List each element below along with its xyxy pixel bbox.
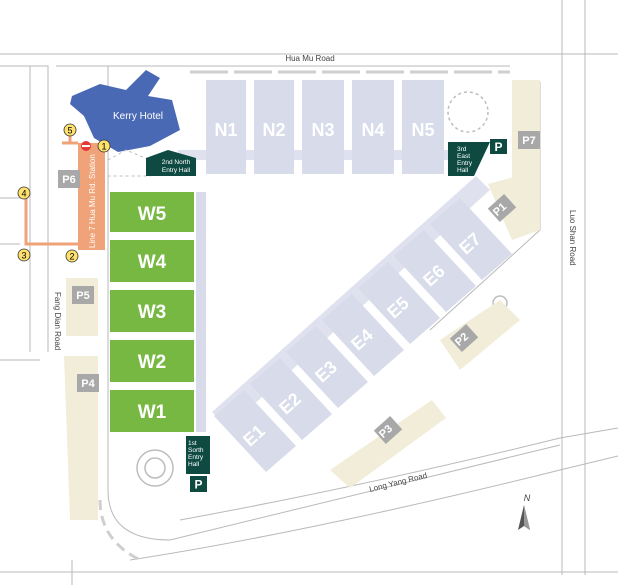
parking-badge-p4[interactable]: P4 xyxy=(77,374,99,392)
hall-e2[interactable]: E2 xyxy=(250,358,332,440)
svg-text:4: 4 xyxy=(21,189,26,199)
svg-text:Entry: Entry xyxy=(457,160,473,167)
svg-text:5: 5 xyxy=(67,126,72,136)
svg-text:N: N xyxy=(524,493,531,503)
hua-mu-road-label: Hua Mu Road xyxy=(285,54,334,63)
parking-badge-p1[interactable]: P1 xyxy=(487,193,517,223)
metro-station-bar xyxy=(78,143,105,250)
kerry-hotel-label: Kerry Hotel xyxy=(113,111,163,122)
svg-text:W1: W1 xyxy=(138,402,167,423)
hall-e7[interactable]: E7 xyxy=(430,198,512,280)
hall-w4[interactable]: W4 xyxy=(110,240,194,282)
long-yang-road-label: Long Yang Road xyxy=(368,471,428,494)
sw-lane-dashes xyxy=(98,499,141,562)
svg-text:W5: W5 xyxy=(138,204,167,225)
hall-e5[interactable]: E5 xyxy=(358,262,440,344)
svg-text:3: 3 xyxy=(21,251,26,261)
fang-dian-road-label: Fang Dian Road xyxy=(53,292,62,350)
parking-sign-icon: P xyxy=(490,139,507,154)
parking-areas xyxy=(64,80,540,520)
svg-text:1st: 1st xyxy=(188,440,197,447)
svg-text:East: East xyxy=(457,153,470,160)
svg-text:N4: N4 xyxy=(361,120,384,140)
parking-area-p3 xyxy=(330,400,446,488)
parking-area-p4 xyxy=(64,356,98,520)
svg-text:P5: P5 xyxy=(76,290,89,302)
parking-badge-p7[interactable]: P7 xyxy=(518,131,540,149)
svg-text:Hall: Hall xyxy=(188,461,200,468)
hall-e4[interactable]: E4 xyxy=(322,294,404,376)
parking-area-p7 xyxy=(512,80,540,180)
hall-w3[interactable]: W3 xyxy=(110,290,194,332)
entry-east[interactable]: 3rd East Entry Hall xyxy=(448,142,490,176)
svg-text:1: 1 xyxy=(101,142,106,152)
site-boundary-line xyxy=(107,66,561,541)
svg-text:P: P xyxy=(494,140,502,154)
entry-north[interactable]: 2nd North Entry Hall xyxy=(146,150,196,176)
parking-badge-p2[interactable]: P2 xyxy=(449,323,479,353)
svg-text:2nd North: 2nd North xyxy=(162,159,191,166)
metro-station-icon xyxy=(81,141,91,151)
hall-e1[interactable]: E1 xyxy=(214,390,296,472)
metro-station-label: Line 7 Hua Mu Rd. Station xyxy=(88,154,97,248)
svg-text:P6: P6 xyxy=(62,174,75,186)
west-halls: W5 W4 W3 W2 W1 xyxy=(110,192,206,432)
long-yang-road-line xyxy=(179,427,618,521)
north-corridor xyxy=(178,150,448,160)
parking-badges: P1 P2 P3 P4 P5 P6 P7 xyxy=(58,131,540,445)
entry-south[interactable]: 1st Sorth Entry Hall xyxy=(186,436,210,474)
svg-text:N2: N2 xyxy=(262,120,285,140)
svg-text:P7: P7 xyxy=(522,135,535,147)
metro-exit-4[interactable]: 4 xyxy=(17,186,31,200)
hall-w5[interactable]: W5 xyxy=(110,192,194,232)
metro-exit-2[interactable]: 2 xyxy=(65,249,79,263)
luo-shan-road-label: Luo Shan Road xyxy=(568,210,577,266)
svg-text:N3: N3 xyxy=(311,120,334,140)
parking-badge-p6[interactable]: P6 xyxy=(58,170,80,188)
svg-text:2: 2 xyxy=(69,252,74,262)
hall-w1[interactable]: W1 xyxy=(110,390,194,432)
parking-area-p2 xyxy=(440,300,520,370)
hall-e6[interactable]: E6 xyxy=(394,230,476,312)
svg-text:Hall: Hall xyxy=(457,167,469,174)
east-halls: E1 E2 E3 E4 E5 E6 E7 xyxy=(212,176,512,472)
svg-text:P: P xyxy=(194,478,202,492)
north-arrow-icon: N xyxy=(518,493,531,530)
svg-text:Entry: Entry xyxy=(188,454,204,461)
fang-dian-road-line xyxy=(0,65,49,352)
parking-badge-p5[interactable]: P5 xyxy=(72,286,94,304)
long-yang-road-line-outer xyxy=(129,455,618,561)
svg-text:P4: P4 xyxy=(81,378,95,390)
west-corridor xyxy=(196,192,206,432)
svg-text:3rd: 3rd xyxy=(457,146,467,153)
metro-exits: 1 2 3 4 5 xyxy=(17,123,111,263)
north-halls: N1 N2 N3 N4 N5 xyxy=(178,80,448,174)
svg-text:W2: W2 xyxy=(138,352,167,373)
plaza-outline xyxy=(107,149,151,177)
metro-exit-5[interactable]: 5 xyxy=(63,123,77,137)
svg-text:Sorth: Sorth xyxy=(188,447,204,454)
kerry-hotel: Kerry Hotel xyxy=(70,70,180,152)
svg-text:N5: N5 xyxy=(411,120,434,140)
svg-text:Entry Hall: Entry Hall xyxy=(162,167,191,174)
metro-line-7: Line 7 Hua Mu Rd. Station xyxy=(24,128,105,250)
parking-sign-icon: P xyxy=(190,476,207,492)
svg-text:W3: W3 xyxy=(138,302,167,323)
parking-badge-p3[interactable]: P3 xyxy=(373,415,403,445)
lane-markings xyxy=(98,70,510,562)
hall-w2[interactable]: W2 xyxy=(110,340,194,382)
svg-text:N1: N1 xyxy=(214,120,237,140)
metro-exit-1[interactable]: 1 xyxy=(97,139,111,153)
kerry-hotel-footprint xyxy=(70,70,180,152)
metro-exit-3[interactable]: 3 xyxy=(17,248,31,262)
svg-text:W4: W4 xyxy=(138,252,167,273)
hall-e3[interactable]: E3 xyxy=(286,326,368,408)
